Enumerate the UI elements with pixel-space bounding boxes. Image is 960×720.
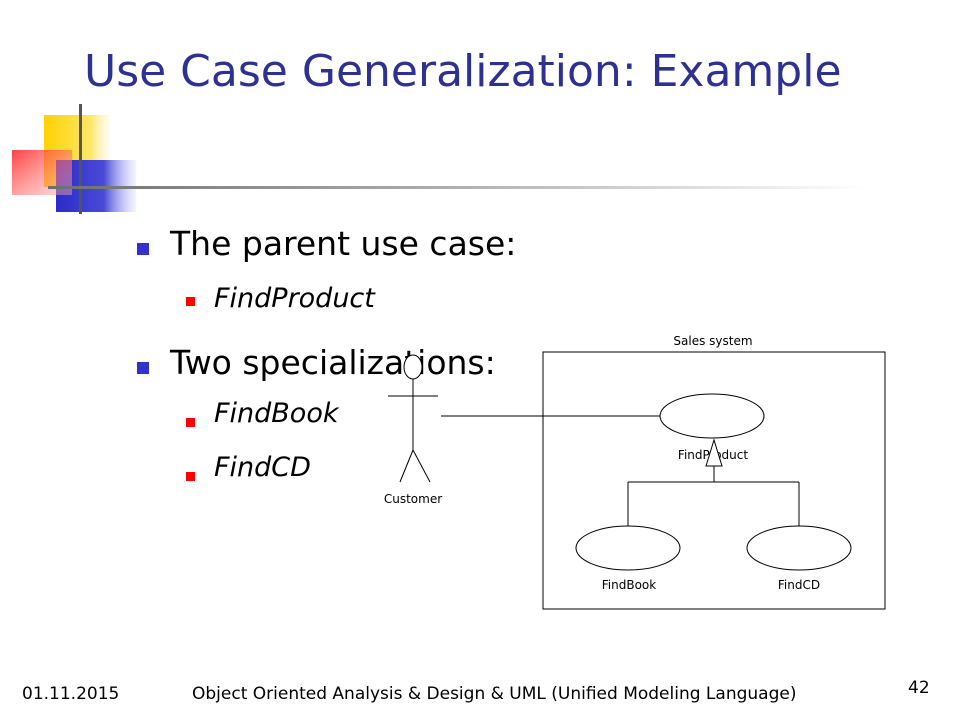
use-case-findproduct-label: FindProduct (678, 448, 748, 462)
actor-label: Customer (384, 492, 442, 506)
vertical-rule (79, 104, 82, 214)
footer-date: 01.11.2015 (22, 684, 120, 704)
bullet-marker (137, 362, 149, 374)
horizontal-rule (48, 186, 868, 189)
bullet-specializations: Two specializations: (170, 343, 496, 382)
slide-number: 42 (908, 678, 930, 698)
use-case-findcd (746, 525, 852, 571)
generalization-arrowhead (705, 438, 723, 467)
use-case-findproduct (659, 393, 765, 439)
system-boundary-label: Sales system (673, 334, 752, 348)
sub-bullet-marker (186, 472, 195, 481)
sub-bullet-findproduct: FindProduct (214, 283, 375, 314)
slide-title: Use Case Generalization: Example (84, 46, 842, 97)
bullet-parent-use-case: The parent use case: (170, 224, 517, 263)
sub-bullet-marker (186, 297, 195, 306)
use-case-findcd-label: FindCD (778, 578, 820, 592)
decorative-corner-graphic (12, 104, 868, 214)
use-case-findbook (575, 525, 681, 571)
system-boundary (542, 351, 886, 610)
actor-right-leg (412, 449, 431, 483)
use-case-findbook-label: FindBook (602, 578, 657, 592)
actor-left-leg (399, 449, 414, 483)
footer-course-title: Object Oriented Analysis & Design & UML … (192, 684, 797, 704)
sub-bullet-findcd: FindCD (214, 452, 311, 483)
bullet-marker (137, 243, 149, 255)
sub-bullet-findbook: FindBook (214, 398, 339, 429)
sub-bullet-marker (186, 418, 195, 427)
